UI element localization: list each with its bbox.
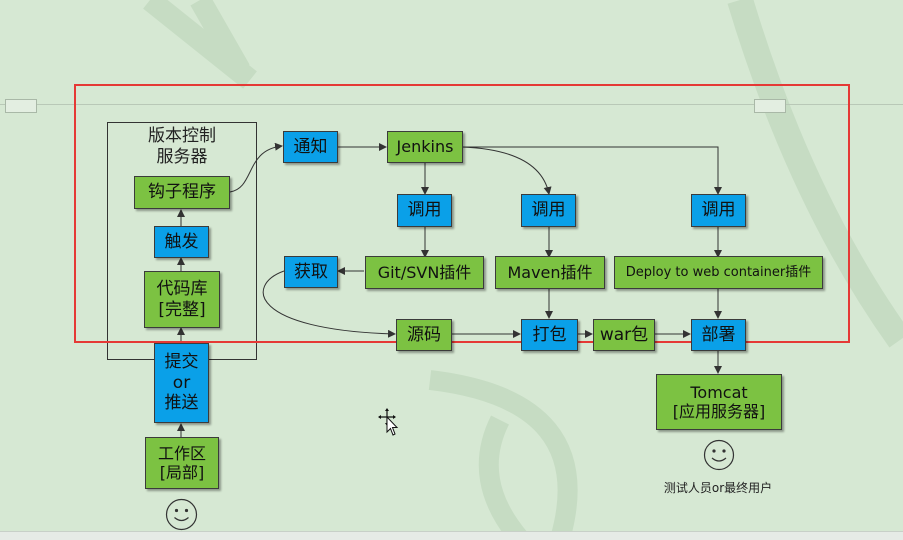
ruler-line-top (0, 104, 903, 105)
call-deploy-node[interactable]: 调用 (691, 194, 746, 227)
war-package-node[interactable]: war包 (593, 319, 655, 351)
move-cursor-icon (378, 408, 399, 436)
git-svn-plugin-node[interactable]: Git/SVN插件 (365, 256, 484, 289)
selection-rectangle[interactable] (74, 84, 850, 343)
deploy-plugin-node[interactable]: Deploy to web container插件 (614, 256, 823, 289)
deploy-node[interactable]: 部署 (691, 319, 746, 351)
jenkins-node[interactable]: Jenkins (387, 131, 463, 163)
ruler-tab-left[interactable] (5, 99, 37, 113)
arrow-jenkins-call-deploy (462, 146, 722, 195)
call-git-node[interactable]: 调用 (397, 194, 452, 227)
arrow-hook-notify (229, 142, 283, 193)
arrow-fetch-source (262, 270, 396, 338)
smiley-face-icon (165, 498, 198, 531)
fetch-node[interactable]: 获取 (284, 256, 338, 288)
commit-push-node[interactable]: 提交 or 推送 (154, 343, 209, 423)
ruler-tab-right[interactable] (754, 99, 786, 113)
maven-plugin-node[interactable]: Maven插件 (495, 256, 605, 289)
hook-program-node[interactable]: 钩子程序 (134, 176, 230, 209)
call-maven-node[interactable]: 调用 (521, 194, 576, 227)
notify-node[interactable]: 通知 (283, 131, 338, 163)
code-repository-node[interactable]: 代码库 [完整] (144, 271, 220, 328)
vcs-server-title: 版本控制 服务器 (148, 126, 216, 168)
trigger-node[interactable]: 触发 (154, 226, 209, 258)
smiley-face-icon (703, 439, 735, 471)
tomcat-node[interactable]: Tomcat [应用服务器] (656, 374, 782, 430)
arrow-jenkins-call-maven (461, 146, 552, 195)
source-code-node[interactable]: 源码 (396, 319, 452, 351)
testers-label: 测试人员or最终用户 (663, 481, 773, 495)
status-bar (0, 531, 903, 540)
package-node[interactable]: 打包 (521, 319, 578, 351)
workspace-node[interactable]: 工作区 [局部] (145, 437, 219, 489)
